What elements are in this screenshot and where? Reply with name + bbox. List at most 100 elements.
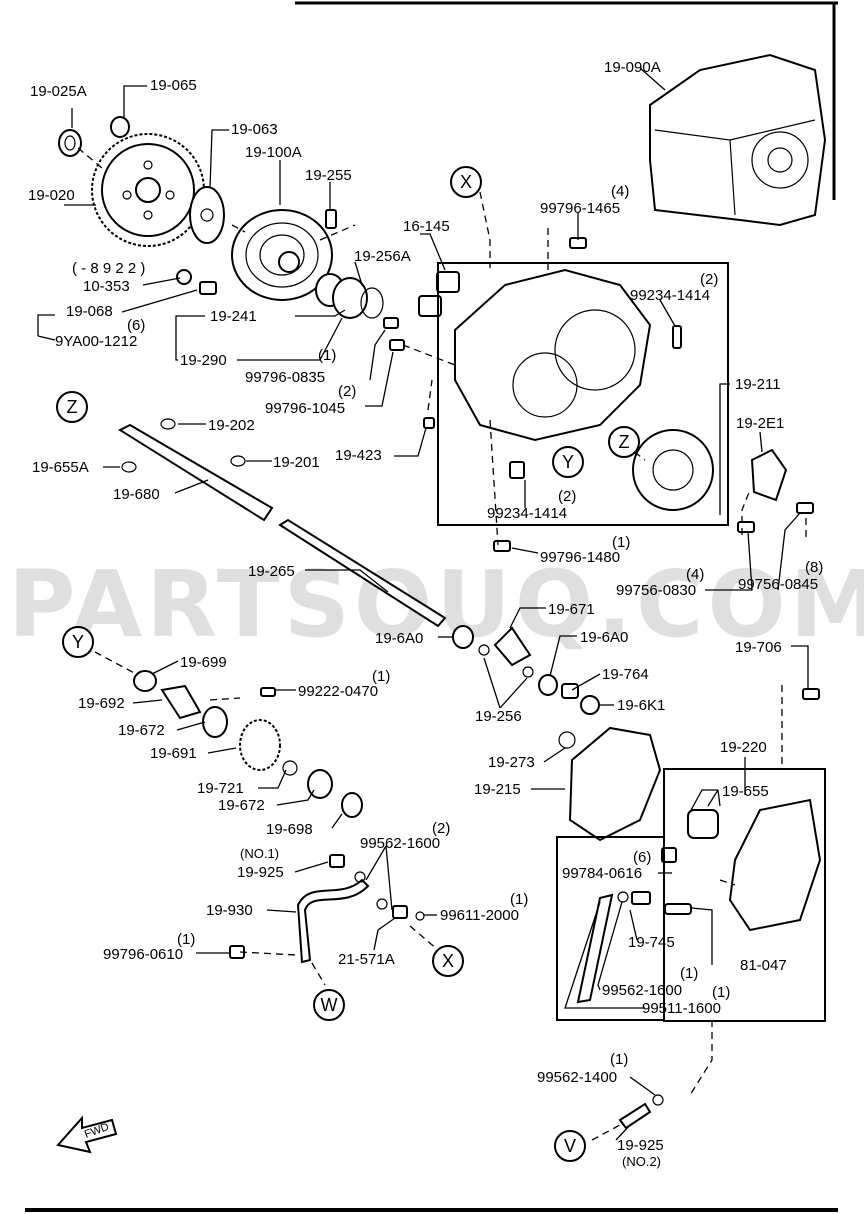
svg-text:Z: Z [619, 432, 630, 452]
label-19-090A: 19-090A [604, 59, 661, 76]
callout-v: V [554, 1130, 586, 1162]
label-19-256: 19-256 [475, 708, 522, 725]
label-19-925-a: 19-925 [237, 864, 284, 881]
label-19-265: 19-265 [248, 563, 295, 580]
svg-text:X: X [460, 172, 472, 192]
label-19-764: 19-764 [602, 666, 649, 683]
gasket-19-215 [558, 726, 662, 842]
label-19-671: 19-671 [548, 601, 595, 618]
solenoid-16-145 [418, 271, 460, 317]
label-qty1-a: (1) [318, 347, 336, 364]
callout-w: W [313, 989, 345, 1021]
label-19-020: 19-020 [28, 187, 75, 204]
label-99562-1600-a: 99562-1600 [360, 835, 440, 852]
converter-housing [454, 268, 652, 442]
callout-y-left: Y [62, 626, 94, 658]
label-19-6A0-b: 19-6A0 [580, 629, 628, 646]
label-19-290: 19-290 [180, 352, 227, 369]
label-qty2-a: (2) [338, 383, 356, 400]
bolt-19-255 [325, 209, 337, 229]
label-99222-0470: 99222-0470 [298, 683, 378, 700]
bearing-housing-19-2E1 [632, 429, 788, 511]
seal-and-pipe-group [452, 625, 600, 715]
label-no1: (NO.1) [240, 846, 279, 861]
label-19-202: 19-202 [208, 417, 255, 434]
label-19-065: 19-065 [150, 77, 197, 94]
label-19-925-b: 19-925 [617, 1137, 664, 1154]
svg-text:W: W [321, 995, 338, 1015]
leader-lines [37, 67, 809, 1141]
label-19-745: 19-745 [628, 934, 675, 951]
label-qty1-f: (1) [680, 965, 698, 982]
label-qty8: (8) [805, 559, 823, 576]
callout-y-right: Y [552, 446, 584, 478]
label-19-680: 19-680 [113, 486, 160, 503]
label-99796-1045: 99796-1045 [265, 400, 345, 417]
label-qty1-g: (1) [712, 984, 730, 1001]
label-99756-0830: 99756-0830 [616, 582, 696, 599]
label-19-692: 19-692 [78, 695, 125, 712]
label-qty6-b: (6) [633, 849, 651, 866]
label-19-215: 19-215 [474, 781, 521, 798]
drive-plate [189, 186, 225, 244]
label-10-353: 10-353 [83, 278, 130, 295]
fitting-group-box [556, 836, 665, 1021]
label-19-930: 19-930 [206, 902, 253, 919]
label-99234-1414-a: 99234-1414 [630, 287, 710, 304]
pilot-bushing [58, 129, 82, 157]
label-qty1-c: (1) [372, 668, 390, 685]
oil-pump-hub [315, 273, 384, 319]
label-19-2E1: 19-2E1 [736, 415, 784, 432]
label-19-672-b: 19-672 [218, 797, 265, 814]
oil-pipe-19-265 [278, 518, 447, 628]
svg-text:X: X [442, 951, 454, 971]
label-19-211: 19-211 [735, 376, 781, 393]
label-19-255: 19-255 [305, 167, 352, 184]
label-19-100A: 19-100A [245, 144, 302, 161]
label-19-256A: 19-256A [354, 248, 411, 265]
label-99796-0835: 99796-0835 [245, 369, 325, 386]
input-shaft [117, 418, 274, 522]
callout-z-left: Z [56, 391, 88, 423]
label-19-063: 19-063 [231, 121, 278, 138]
label-qty6-a: (6) [127, 317, 145, 334]
label-19-655A: 19-655A [32, 459, 89, 476]
label-19-721: 19-721 [197, 780, 244, 797]
label-qty1-d: (1) [510, 891, 528, 908]
bolts-misc [383, 237, 820, 700]
label-99562-1600-b: 99562-1600 [602, 982, 682, 999]
label-19-068: 19-068 [66, 303, 113, 320]
callout-x-top: X [450, 166, 482, 198]
watermark: PARTSOUQ.COM [8, 551, 864, 658]
fwd-arrow: FWD [56, 1115, 118, 1154]
label-19-025A: 19-025A [30, 83, 87, 100]
bolt-19-925-no2 [618, 1094, 664, 1130]
nut-10-353 [176, 269, 217, 295]
label-19-691: 19-691 [150, 745, 197, 762]
label-21-571A: 21-571A [338, 951, 395, 968]
label-19-698: 19-698 [266, 821, 313, 838]
fittings-lower-box [576, 847, 692, 1004]
label-19-423: 19-423 [335, 447, 382, 464]
label-qty4-b: (4) [686, 566, 704, 583]
callout-z-right: Z [608, 426, 640, 458]
flywheel-ring-gear [91, 133, 205, 247]
label-qty1-e: (1) [177, 931, 195, 948]
label-qty1-b: (1) [612, 534, 630, 551]
label-19-699: 19-699 [180, 654, 227, 671]
part-labels: 19-025A 19-065 19-063 19-100A 19-020 19-… [28, 59, 823, 1169]
label-19-220: 19-220 [720, 739, 767, 756]
label-99756-0845: 99756-0845 [738, 576, 818, 593]
label-99562-1400: 99562-1400 [537, 1069, 617, 1086]
transaxle-case [649, 53, 827, 227]
label-qty2-b: (2) [700, 271, 718, 288]
label-81-047: 81-047 [740, 957, 787, 974]
callout-x-bottom: X [432, 945, 464, 977]
svg-text:Y: Y [562, 452, 574, 472]
label-19-273: 19-273 [488, 754, 535, 771]
label-16-145: 16-145 [403, 218, 450, 235]
extension-housing [687, 798, 822, 932]
label-19-706: 19-706 [735, 639, 782, 656]
label-no2: (NO.2) [622, 1154, 661, 1169]
